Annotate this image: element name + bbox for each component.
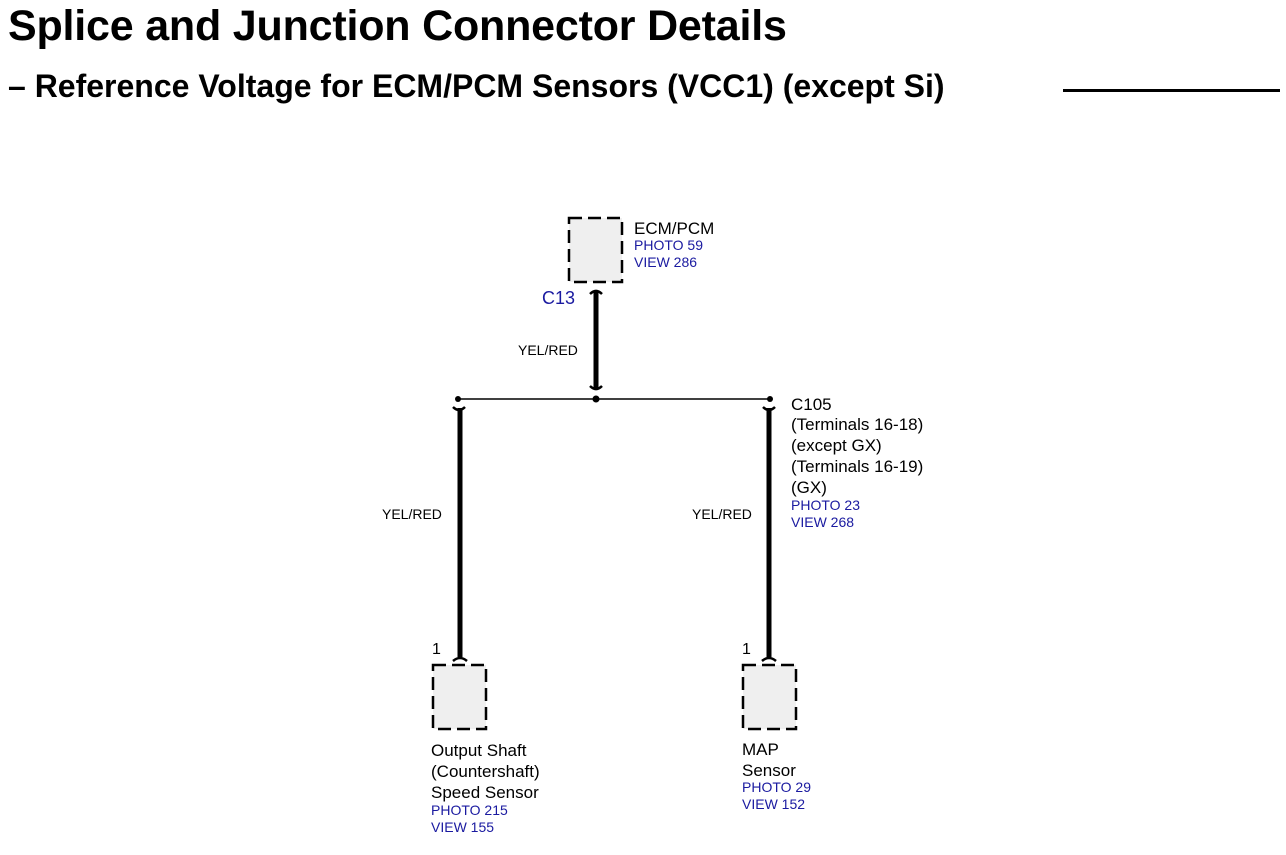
c13-connector-id[interactable]: C13 [542,288,576,308]
section-subtitle: – Reference Voltage for ECM/PCM Sensors … [8,68,945,104]
output-shaft-name-line: Output Shaft [431,741,527,760]
wire-color-label: YEL/RED [692,506,752,522]
map-connector-symbol [761,656,777,662]
map-sensor-box [741,663,798,731]
c105-note: (GX) [791,478,827,497]
output-shaft-pin-number: 1 [432,641,441,658]
c105-note: (except GX) [791,436,882,455]
c105-note: (Terminals 16-19) [791,457,924,476]
output-shaft-name-line: (Countershaft) [431,762,540,781]
map-name-line: Sensor [742,761,796,780]
ecm-component-box [567,216,624,284]
page-title: Splice and Junction Connector Details [8,2,787,50]
ecm-view-ref[interactable]: VIEW 286 [634,254,698,270]
output-shaft-view-ref[interactable]: VIEW 155 [431,819,495,835]
map-photo-ref[interactable]: PHOTO 29 [742,779,811,795]
wire-color-label: YEL/RED [382,506,442,522]
c105-view-ref[interactable]: VIEW 268 [791,514,855,530]
ecm-name: ECM/PCM [634,219,715,238]
c105-note: (Terminals 16-18) [791,415,924,434]
ecm-photo-ref[interactable]: PHOTO 59 [634,237,703,253]
output-shaft-photo-ref[interactable]: PHOTO 215 [431,802,508,818]
wire-color-label: YEL/RED [518,342,578,358]
output-shaft-name-line: Speed Sensor [431,783,539,802]
junction-dot-center [592,395,600,403]
map-pin-number: 1 [742,641,751,658]
c13-connector-symbol [589,289,603,295]
junction-dot-left [455,396,461,402]
subtitle-rule [1063,89,1280,92]
c105-connector-id: C105 [791,395,832,414]
junction-dot-right [767,396,773,402]
c105-photo-ref[interactable]: PHOTO 23 [791,497,860,513]
c105-connector-symbol-top [589,385,603,391]
output-shaft-connector-symbol [452,656,468,662]
map-name-line: MAP [742,740,779,759]
map-view-ref[interactable]: VIEW 152 [742,796,806,812]
output-shaft-sensor-box [431,663,488,731]
